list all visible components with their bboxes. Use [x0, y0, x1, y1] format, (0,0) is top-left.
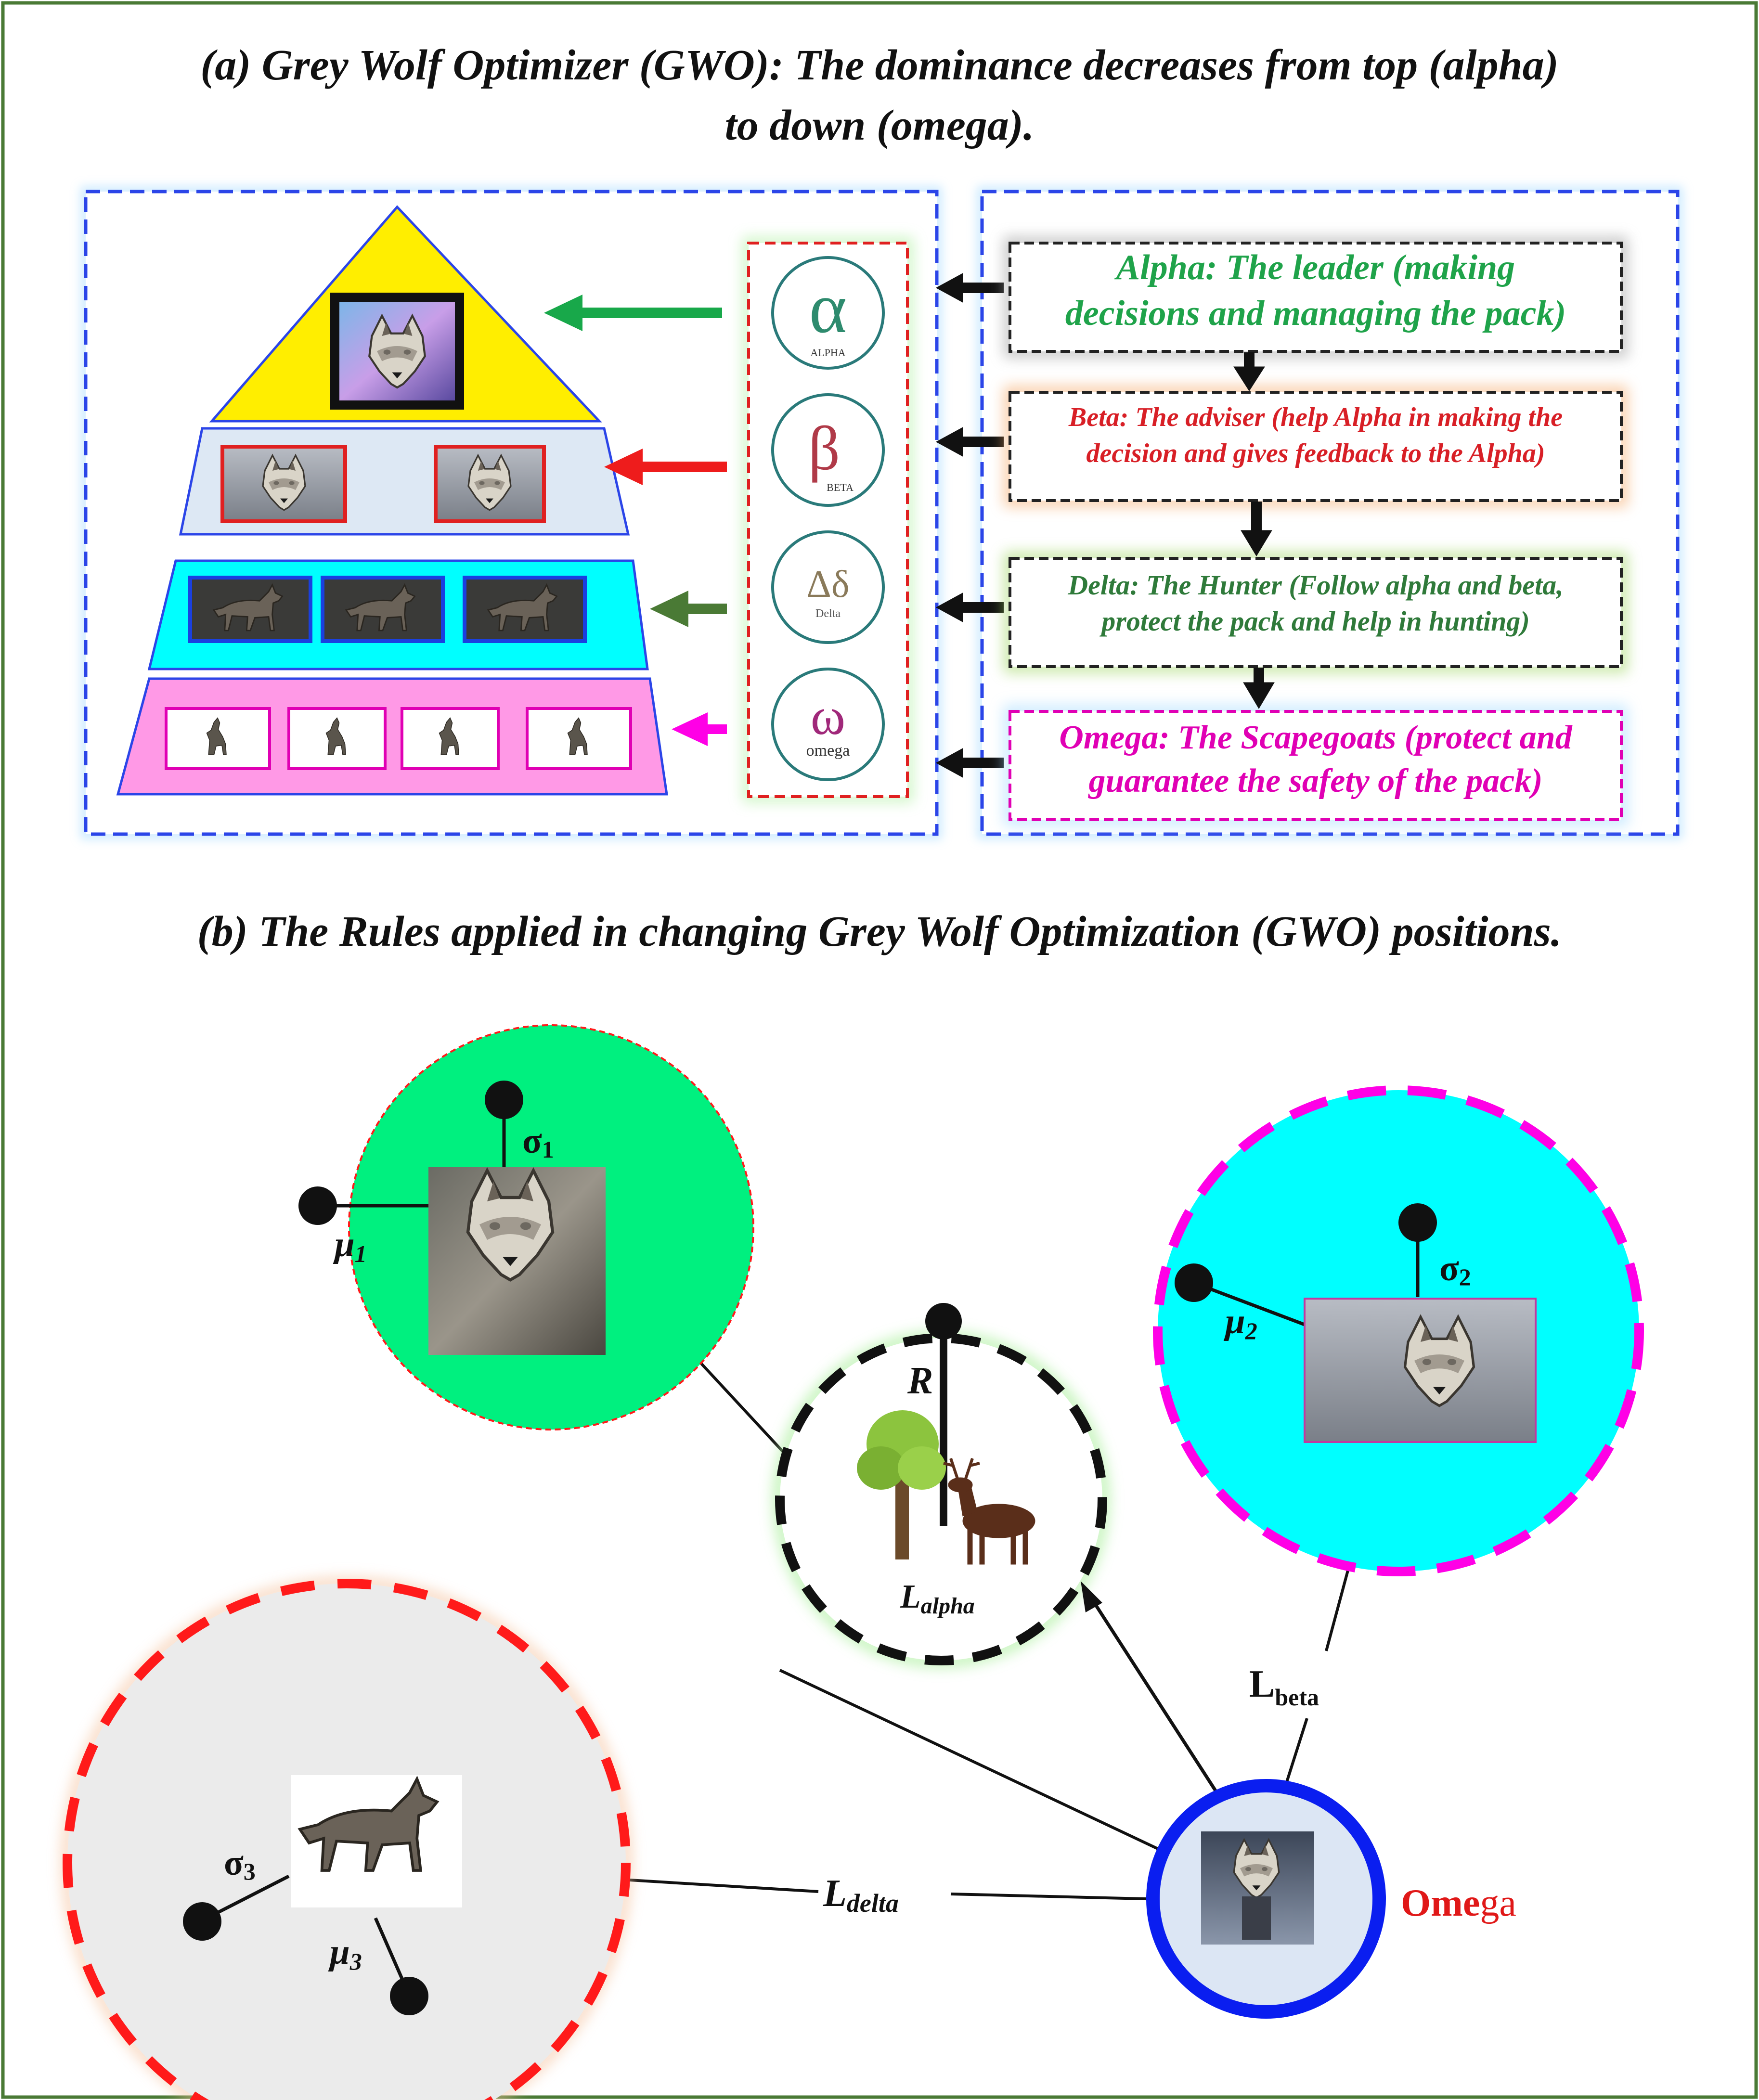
omega-wolf-photo	[287, 707, 387, 770]
sigma3-label: σ3	[224, 1843, 256, 1885]
role-box-beta: Beta: The adviser (help Alpha in making …	[1004, 386, 1628, 507]
beta-wolf-photo	[434, 445, 546, 523]
alpha-wolf-circle: σ1 μ1	[298, 1024, 754, 1430]
mu1-label: μ1	[333, 1224, 367, 1267]
delta-symbol: Δδ Delta	[771, 530, 885, 644]
role-box-alpha: Alpha: The leader (making decisions and …	[1004, 237, 1628, 358]
alpha-symbol-glyph: α	[809, 268, 847, 348]
alpha-role-line2: decisions and managing the pack)	[1065, 294, 1566, 333]
R-label: R	[907, 1360, 933, 1402]
wolf-hierarchy-pyramid	[116, 205, 668, 796]
arrow-to-alpha-tier	[544, 295, 722, 331]
section-a-title-line1: (a) Grey Wolf Optimizer (GWO): The domin…	[200, 41, 1558, 89]
omega-to-prey-arrow	[1081, 1581, 1239, 1825]
alpha-role-line1: Alpha: The leader (making	[1114, 248, 1515, 287]
arrow-to-beta-tier	[604, 449, 727, 485]
delta-role-line2: protect the pack and help in hunting)	[1099, 606, 1529, 637]
sigma1-point	[485, 1081, 523, 1119]
mu2-label: μ2	[1223, 1301, 1257, 1344]
beta-symbol: β BETA	[771, 393, 885, 507]
mu3-label: μ3	[328, 1932, 362, 1975]
tree-icon	[857, 1410, 946, 1559]
R-point	[925, 1303, 962, 1340]
L-beta-label: Lbeta	[1249, 1663, 1319, 1711]
delta-symbol-caption: Delta	[815, 607, 841, 620]
arrow-delta-role	[935, 593, 1004, 622]
delta-role-line1: Delta: The Hunter (Follow alpha and beta…	[1067, 569, 1564, 601]
section-a-title-line2: to down (omega).	[725, 102, 1034, 149]
beta-wolf-photo	[220, 445, 347, 523]
sigma3-point	[183, 1902, 221, 1941]
role-to-symbol-arrows	[935, 273, 1004, 778]
role-box-delta: Delta: The Hunter (Follow alpha and beta…	[1004, 552, 1628, 673]
section-b-title: (b) The Rules applied in changing Grey W…	[197, 908, 1562, 955]
mu2-point	[1175, 1263, 1213, 1302]
beta-symbol-glyph: β	[808, 414, 840, 483]
sigma2-label: σ2	[1439, 1249, 1471, 1290]
delta-wolf-photo	[321, 576, 445, 643]
mu3-point	[390, 1977, 428, 2015]
arrow-alpha-role	[935, 273, 1004, 303]
delta-wolf-photo	[188, 576, 312, 643]
arrow-beta-role	[935, 427, 1004, 457]
delta-wolf-photo	[463, 576, 587, 643]
sigma1-label: σ1	[522, 1121, 554, 1163]
omega-symbol: ω omega	[771, 668, 885, 781]
arrow-omega-role	[935, 748, 1004, 778]
omega-wolf-circle	[1146, 1779, 1386, 2019]
sigma2-point	[1398, 1203, 1437, 1242]
role-box-omega: Omega: The Scapegoats (protect and guara…	[1004, 705, 1628, 826]
mu1-point	[298, 1186, 337, 1225]
L-delta-label: Ldelta	[823, 1872, 899, 1918]
omega-wolf-photo	[165, 707, 271, 770]
omega-label: Omega	[1401, 1882, 1516, 1924]
prey-circle: R Lalpha	[773, 1303, 1110, 1668]
delta-symbol-glyph: Δδ	[806, 563, 849, 606]
arrow-to-delta-tier	[650, 591, 727, 627]
role-chain-arrows	[1233, 352, 1275, 709]
deer-icon	[943, 1458, 1035, 1565]
alpha-symbol: α ALPHA	[771, 256, 885, 370]
beta-role-line2: decision and gives feedback to the Alpha…	[1086, 438, 1545, 468]
omega-wolf-photo	[526, 707, 632, 770]
beta-wolf-circle: σ2 μ2	[1153, 1085, 1644, 1576]
omega-symbol-glyph: ω	[811, 687, 845, 746]
omega-symbol-caption: omega	[806, 742, 850, 760]
omega-wolf-photo	[401, 707, 500, 770]
delta-wolf-circle: σ3 μ3	[61, 1577, 632, 2100]
alpha-symbol-caption: ALPHA	[810, 347, 845, 359]
beta-role-line1: Beta: The adviser (help Alpha in making …	[1068, 402, 1563, 432]
tier-arrows	[544, 295, 727, 746]
omega-role-line2: guarantee the safety of the pack)	[1088, 762, 1543, 799]
omega-role-line1: Omega: The Scapegoats (protect and	[1059, 719, 1572, 756]
beta-symbol-caption: BETA	[827, 481, 854, 493]
L-alpha-label: Lalpha	[900, 1578, 975, 1619]
arrow-to-omega-tier	[672, 712, 727, 746]
